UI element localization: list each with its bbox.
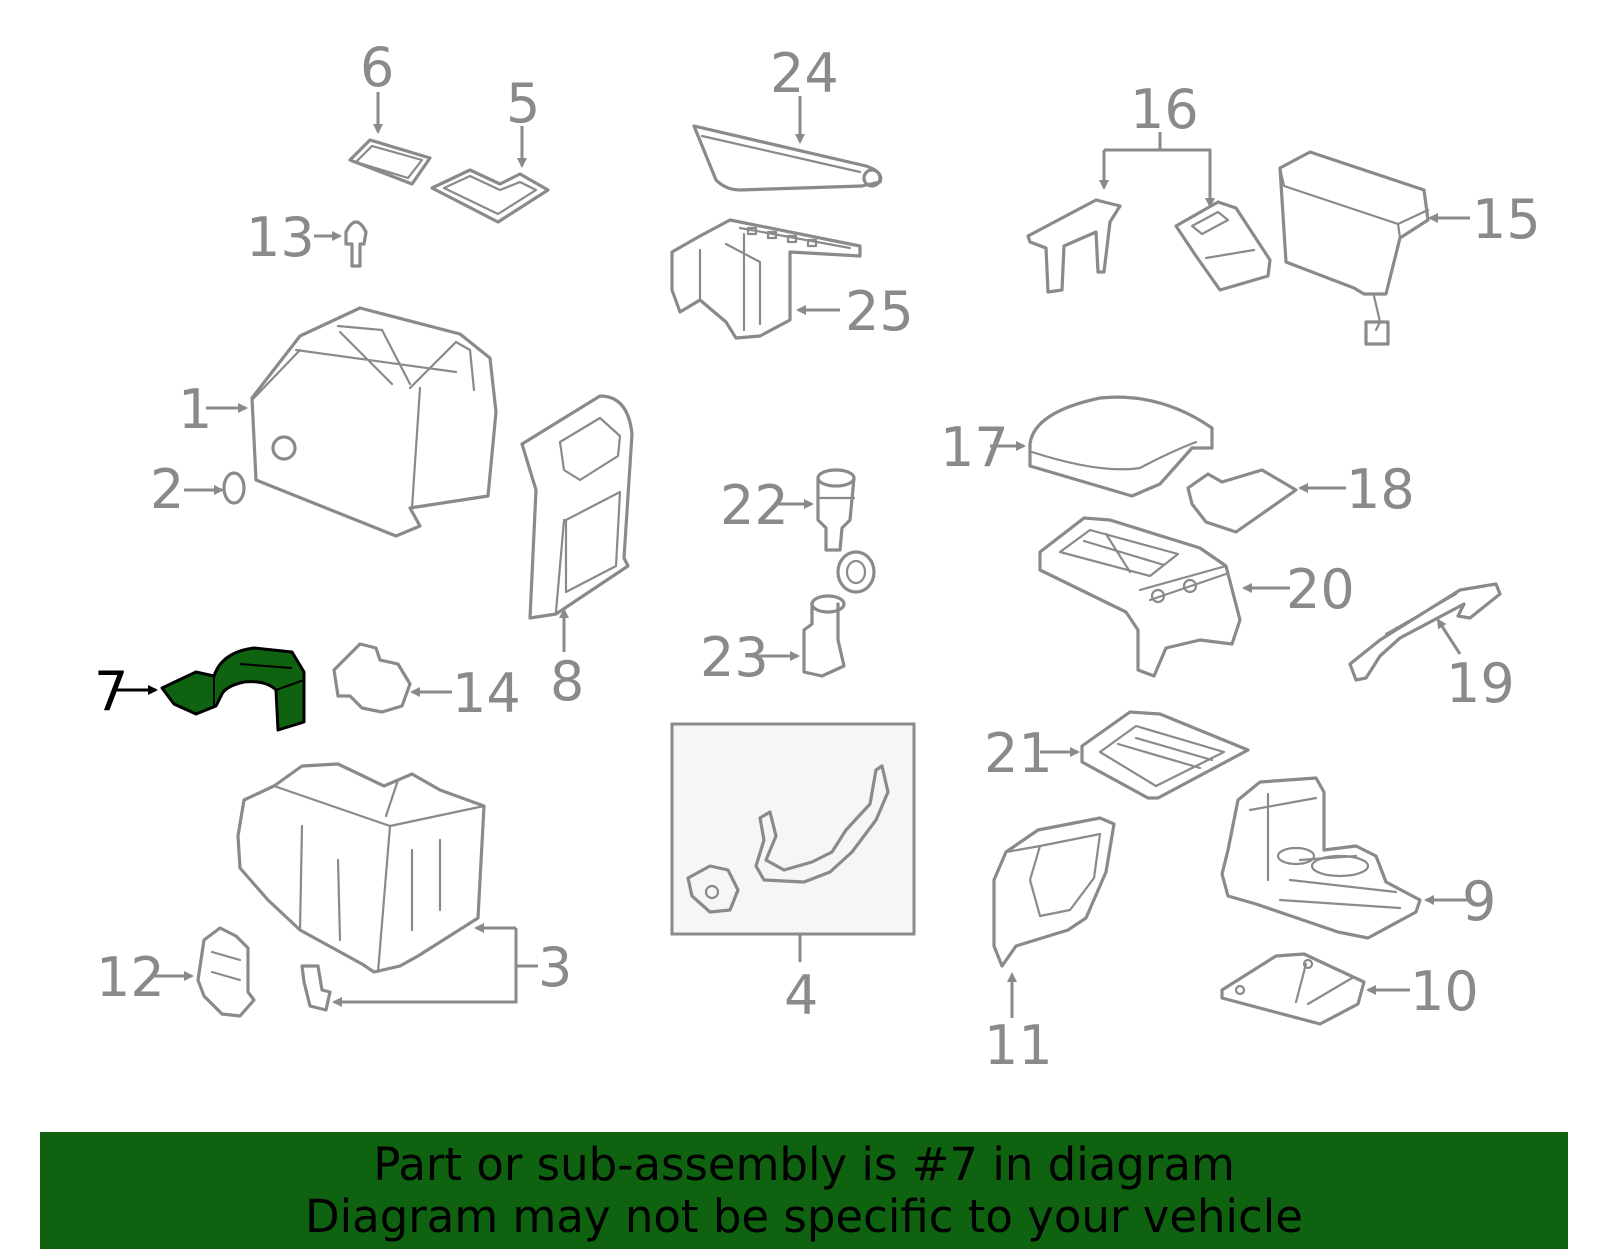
label-23: 23: [700, 626, 769, 689]
part-4[interactable]: [670, 722, 916, 936]
label-11: 11: [984, 1014, 1053, 1077]
part-9[interactable]: [1220, 776, 1422, 940]
part-3-clip[interactable]: [300, 964, 332, 1012]
banner-line-2: Diagram may not be specific to your vehi…: [305, 1189, 1303, 1243]
part-2[interactable]: [222, 471, 246, 505]
label-12: 12: [96, 946, 165, 1009]
part-1[interactable]: [250, 306, 498, 538]
banner-line-1: Part or sub-assembly is #7 in diagram: [373, 1137, 1235, 1191]
part-21[interactable]: [1080, 710, 1250, 800]
label-1: 1: [178, 378, 212, 441]
label-6: 6: [360, 36, 394, 99]
label-17: 17: [940, 416, 1009, 479]
part-8[interactable]: [520, 394, 634, 620]
part-22[interactable]: [816, 468, 856, 552]
label-9: 9: [1462, 870, 1496, 933]
part-12[interactable]: [196, 926, 256, 1018]
part-15[interactable]: [1278, 150, 1430, 346]
part-16[interactable]: [1026, 198, 1272, 294]
label-7: 7: [94, 660, 128, 723]
part-11[interactable]: [992, 816, 1116, 968]
part-7[interactable]: [160, 646, 306, 732]
part-20[interactable]: [1038, 516, 1242, 678]
label-2: 2: [150, 458, 184, 521]
label-13: 13: [246, 206, 315, 269]
leader-3a: [332, 928, 518, 1007]
label-19: 19: [1446, 652, 1515, 715]
part-3[interactable]: [236, 762, 486, 974]
part-17[interactable]: [1028, 395, 1214, 498]
label-14: 14: [452, 662, 521, 725]
part-14[interactable]: [332, 642, 412, 714]
part-19[interactable]: [1348, 582, 1502, 682]
part-25[interactable]: [670, 218, 862, 340]
label-4: 4: [784, 964, 818, 1027]
label-21: 21: [984, 722, 1053, 785]
label-5: 5: [506, 72, 540, 135]
part-13[interactable]: [344, 220, 368, 268]
part-23[interactable]: [802, 550, 876, 678]
leader-19: [1436, 618, 1462, 655]
label-25: 25: [845, 280, 914, 343]
label-24: 24: [770, 42, 839, 105]
part-24[interactable]: [692, 124, 883, 192]
label-22: 22: [720, 474, 789, 537]
info-banner: Part or sub-assembly is #7 in diagram Di…: [40, 1132, 1568, 1249]
part-10[interactable]: [1220, 952, 1366, 1026]
label-20: 20: [1286, 558, 1355, 621]
label-3: 3: [538, 936, 572, 999]
label-10: 10: [1410, 960, 1479, 1023]
leader-16b: [1104, 148, 1215, 208]
part-18[interactable]: [1186, 468, 1298, 534]
label-16: 16: [1130, 78, 1199, 141]
label-15: 15: [1472, 188, 1541, 251]
label-8: 8: [550, 650, 584, 713]
label-18: 18: [1346, 458, 1415, 521]
part-6[interactable]: [348, 138, 432, 186]
part-5[interactable]: [430, 168, 550, 224]
